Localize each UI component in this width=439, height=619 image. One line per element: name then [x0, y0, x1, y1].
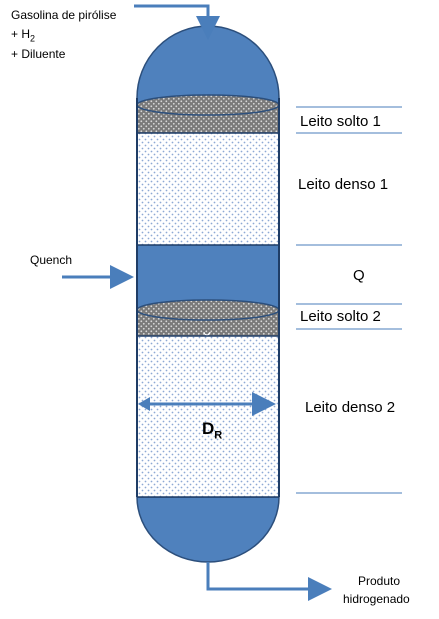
label-leito-denso-1: Leito denso 1	[298, 176, 389, 193]
vessel-top-head	[136, 25, 280, 106]
product-line-1: Produto	[358, 574, 401, 588]
loose-bed-2-top-ellipse	[136, 299, 280, 321]
product-arrow	[206, 562, 332, 601]
diameter-label: DR	[202, 419, 223, 442]
dense-bed-2	[137, 336, 279, 497]
dense-bed-1	[137, 133, 279, 245]
label-q: Q	[353, 267, 365, 284]
label-leito-solto-1: Leito solto 1	[300, 113, 381, 130]
vessel-bottom-head	[136, 496, 280, 563]
product-line-2: hidrogenado	[343, 592, 410, 606]
quench-zone	[137, 245, 279, 310]
label-leito-denso-2: Leito denso 2	[305, 399, 396, 416]
quench-label: Quench	[30, 253, 73, 267]
feed-line-1: Gasolina de pirólise	[11, 8, 117, 22]
label-leito-solto-2: Leito solto 2	[300, 308, 381, 325]
loose-bed-1-top-ellipse	[136, 94, 280, 116]
feed-line-2: + H2	[11, 27, 36, 44]
feed-line-3: + Diluente	[11, 47, 66, 61]
feed-arrow	[134, 4, 220, 40]
